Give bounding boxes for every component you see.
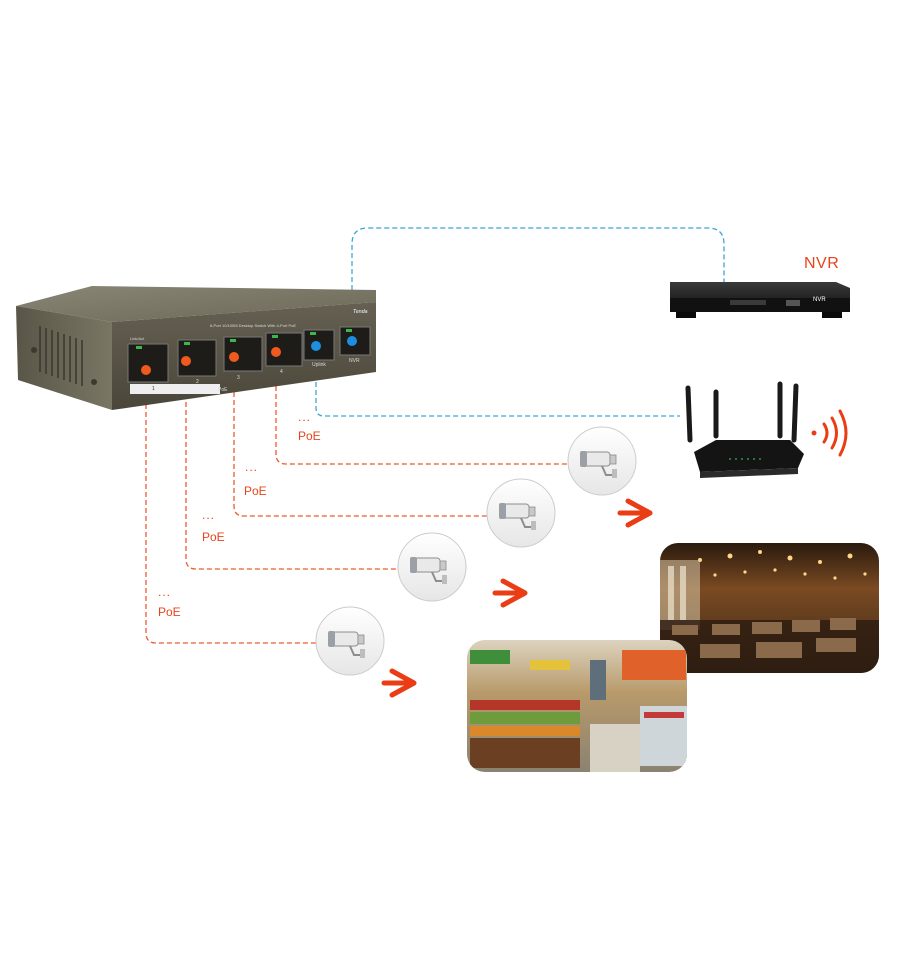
nvr-face-text: NVR [813,297,826,303]
camera-icon [397,532,467,602]
poe-line-port-1 [145,372,316,644]
branch-dots: ... [158,585,172,599]
port-led-1 [141,365,151,375]
port-led-3 [229,352,239,362]
switch-poe-marker: PoE [218,387,228,393]
camera-icon [567,426,637,496]
poe-line-port-3 [233,368,487,517]
port-led-nvr [347,336,357,346]
camera-icon [315,606,385,676]
branch-dots: ... [298,410,312,424]
nvr-device [670,282,850,318]
nvr-label: NVR [804,255,840,272]
port-number-2: 2 [196,379,199,385]
uplink-line-nvr [351,227,725,338]
poe-line-port-4 [275,354,568,465]
uplink-line-router [315,350,680,417]
restaurant-photo [660,543,879,673]
arrow-right-icon [620,501,650,525]
switch-lnk-act: Link/Act [130,336,145,341]
arrow-right-icon [384,671,414,695]
port-number-4: 4 [280,369,283,375]
poe-label: PoE [244,484,267,498]
switch-model-text: 6-Port 10/100M Desktop Switch With 4-Por… [210,323,297,328]
port-led-2 [181,356,191,366]
wifi-router [685,381,804,478]
switch-brand: Tenda [353,309,368,315]
poe-label: PoE [158,605,181,619]
poe-label: PoE [298,429,321,443]
port-number-3: 3 [237,375,240,381]
arrow-right-icon [495,581,525,605]
branch-dots: ... [202,508,216,522]
wifi-signal-icon [811,409,848,457]
poe-label: PoE [202,530,225,544]
port-led-uplink [311,341,321,351]
port-number-1: 1 [152,386,155,392]
poe-switch [16,286,376,410]
camera-icon [486,478,556,548]
port-led-4 [271,347,281,357]
supermarket-photo [467,640,687,772]
switch-uplink-label: Uplink [312,362,326,368]
branch-dots: ... [245,460,259,474]
switch-nvr-label: NVR [349,358,360,364]
